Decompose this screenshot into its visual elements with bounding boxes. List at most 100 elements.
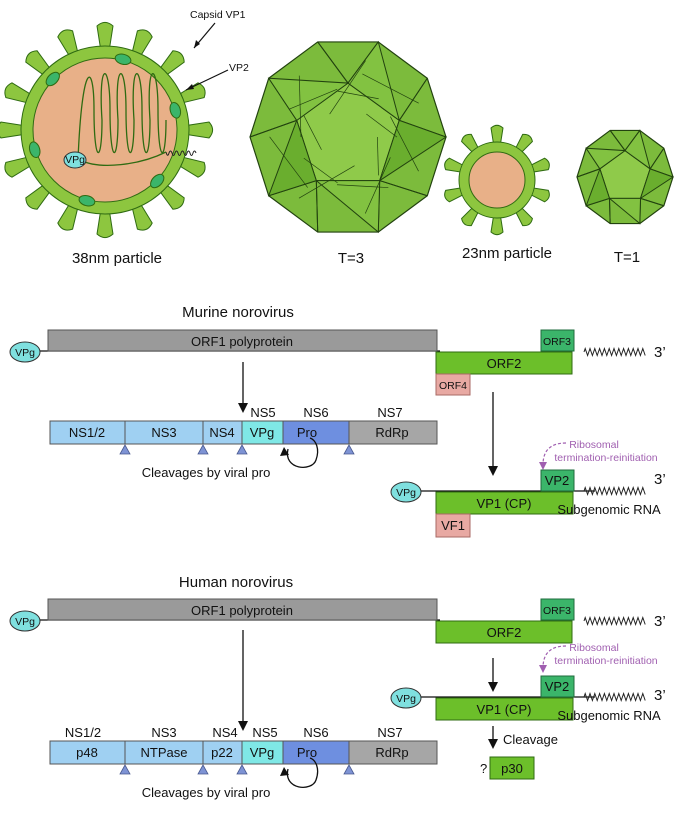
human-question-mark: ?	[480, 761, 487, 776]
murine-vp2	[540, 469, 575, 492]
t3-edge	[315, 180, 319, 233]
human-seg-label-pro: Pro	[297, 745, 317, 760]
label-capsid-vp1: Capsid VP1	[190, 9, 246, 21]
p38-spike	[25, 50, 52, 77]
murine-pro-loop	[286, 437, 319, 468]
murine-vp2-label: VP2	[545, 473, 570, 488]
human-p30	[489, 756, 535, 780]
murine-title: Murine norovirus	[182, 304, 294, 321]
t3-subunit-line	[329, 60, 366, 115]
human-seg-label-p48: p48	[76, 745, 98, 760]
t3-subunit-line	[364, 157, 391, 214]
murine-orf2-label: ORF2	[487, 356, 522, 371]
human-sub-3prime: 3’	[654, 687, 666, 704]
t3-face	[314, 180, 381, 234]
murine-orf1-label: ORF1 polyprotein	[191, 334, 293, 349]
human-arrowhead-orf1	[238, 721, 248, 731]
p23-spike	[490, 124, 504, 146]
human-cleavage-label: Cleavages by viral pro	[142, 785, 271, 800]
human-subgenomic-label: Subgenomic RNA	[557, 708, 661, 723]
murine-seg-label-ns3: NS3	[151, 425, 176, 440]
murine-orf4-label: ORF4	[439, 380, 467, 392]
murine-orf1	[47, 329, 438, 352]
t3-face	[267, 77, 350, 122]
murine-arrowhead-orf2	[488, 466, 498, 476]
p38-vp2	[114, 53, 132, 66]
p23-spike	[528, 187, 550, 203]
t3-subunit-line	[336, 184, 389, 188]
human-vp1	[435, 697, 574, 721]
p38-spike	[185, 121, 214, 139]
cleavage-triangle	[197, 444, 209, 455]
p38-vp2	[150, 173, 165, 189]
human-pro-loop-arrowhead	[280, 767, 289, 776]
human-arrowhead-cleavage	[488, 739, 498, 749]
cleavage-triangle	[343, 764, 355, 775]
t3-edge	[379, 180, 428, 197]
p38-spike	[25, 183, 52, 210]
p38-spike	[57, 29, 79, 58]
murine-cleavage-sites	[119, 444, 355, 455]
t3-subunit-line	[366, 113, 398, 138]
arrowhead-vp2	[186, 84, 194, 90]
cleavage-triangle	[197, 764, 209, 775]
p38-spike	[4, 82, 33, 104]
human-ns4: NS4	[212, 725, 237, 740]
p38-spike	[177, 82, 206, 104]
p38-spike	[96, 21, 114, 50]
t1-edge	[649, 147, 665, 170]
human-vpg	[9, 610, 41, 632]
particle-38nm: VPg	[0, 21, 214, 239]
human-seg-rdrp	[348, 740, 438, 765]
cleavage-triangle	[343, 444, 355, 455]
murine-vpg-label: VPg	[15, 347, 35, 359]
human-ns5: NS5	[252, 725, 277, 740]
p23-spike	[528, 157, 550, 173]
murine-vp1	[435, 491, 574, 515]
murine-orf4	[435, 373, 471, 396]
murine-orf3-label: ORF3	[543, 336, 571, 348]
p38-spike	[131, 29, 153, 58]
p38-spike	[0, 121, 25, 139]
human-pro-loop	[286, 757, 319, 788]
murine-ribosomal-1: Ribosomal	[569, 439, 619, 451]
human-ns6: NS6	[303, 725, 328, 740]
particle-t3	[249, 40, 448, 234]
human-seg-label-rdrp: RdRp	[375, 745, 408, 760]
murine-seg-label-ns4: NS4	[209, 425, 234, 440]
t3-edge	[317, 41, 349, 84]
human-3prime: 3’	[654, 613, 666, 630]
cleavage-triangle	[236, 764, 248, 775]
t1-face	[585, 147, 627, 170]
p23-spike	[490, 214, 504, 236]
p38-rna-coil	[77, 73, 167, 161]
human-seg-label-vpg: VPg	[250, 745, 275, 760]
human-orf2	[435, 620, 573, 644]
p38-spike	[158, 50, 185, 77]
murine-sub-poly-a-tail	[583, 485, 646, 497]
murine-vpg	[9, 341, 41, 363]
murine-ns6: NS6	[303, 405, 328, 420]
p23-spike	[444, 187, 466, 203]
human-ns3: NS3	[151, 725, 176, 740]
t3-subunit-line	[298, 165, 355, 199]
human-ribosomal-2: termination-reinitiation	[554, 655, 657, 667]
murine-sub-3prime: 3’	[654, 471, 666, 488]
t3-subunit-line	[362, 73, 419, 104]
p38-spike	[4, 156, 33, 178]
t3-edge	[398, 77, 428, 121]
p38-rna-tail	[165, 150, 197, 156]
murine-ns7: NS7	[377, 405, 402, 420]
p38-spike	[177, 156, 206, 178]
human-vp2-label: VP2	[545, 679, 570, 694]
murine-vf1-label: VF1	[441, 518, 465, 533]
human-arrowhead-orf2	[488, 682, 498, 692]
p38-vp2	[28, 141, 41, 159]
t3-face	[347, 40, 401, 122]
p23-spike	[444, 157, 466, 173]
t3-subunit-line	[303, 157, 338, 184]
label-23nm: 23nm particle	[462, 245, 552, 262]
human-cleavage-sites	[119, 764, 355, 775]
murine-seg-label-pro: Pro	[297, 425, 317, 440]
